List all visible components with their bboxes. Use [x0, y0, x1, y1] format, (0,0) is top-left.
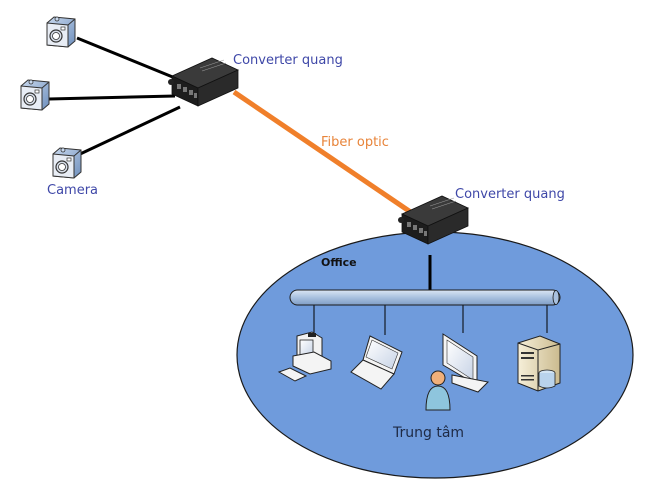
office-label: Office — [321, 256, 357, 269]
database-server-icon — [517, 335, 561, 392]
user-icon — [425, 370, 451, 411]
network-bus — [289, 289, 561, 306]
camera-link-2 — [48, 94, 176, 101]
media-converter-icon — [167, 57, 239, 107]
camera-icon — [20, 79, 50, 111]
desktop-computer-icon — [277, 331, 332, 382]
center-label: Trung tâm — [393, 425, 465, 441]
converter-label-top: Converter quang — [233, 53, 343, 68]
laptop-icon — [350, 335, 403, 390]
camera-link-3 — [77, 105, 181, 157]
camera-icon — [52, 147, 82, 179]
camera-icon — [46, 16, 76, 48]
camera-label: Camera — [47, 183, 99, 198]
converter-label-bottom: Converter quang — [455, 187, 565, 202]
fiber-optic-link — [232, 89, 414, 216]
camera-link-1 — [76, 36, 181, 82]
fiber-optic-label: Fiber optic — [321, 135, 389, 150]
monitor-icon — [442, 333, 490, 393]
